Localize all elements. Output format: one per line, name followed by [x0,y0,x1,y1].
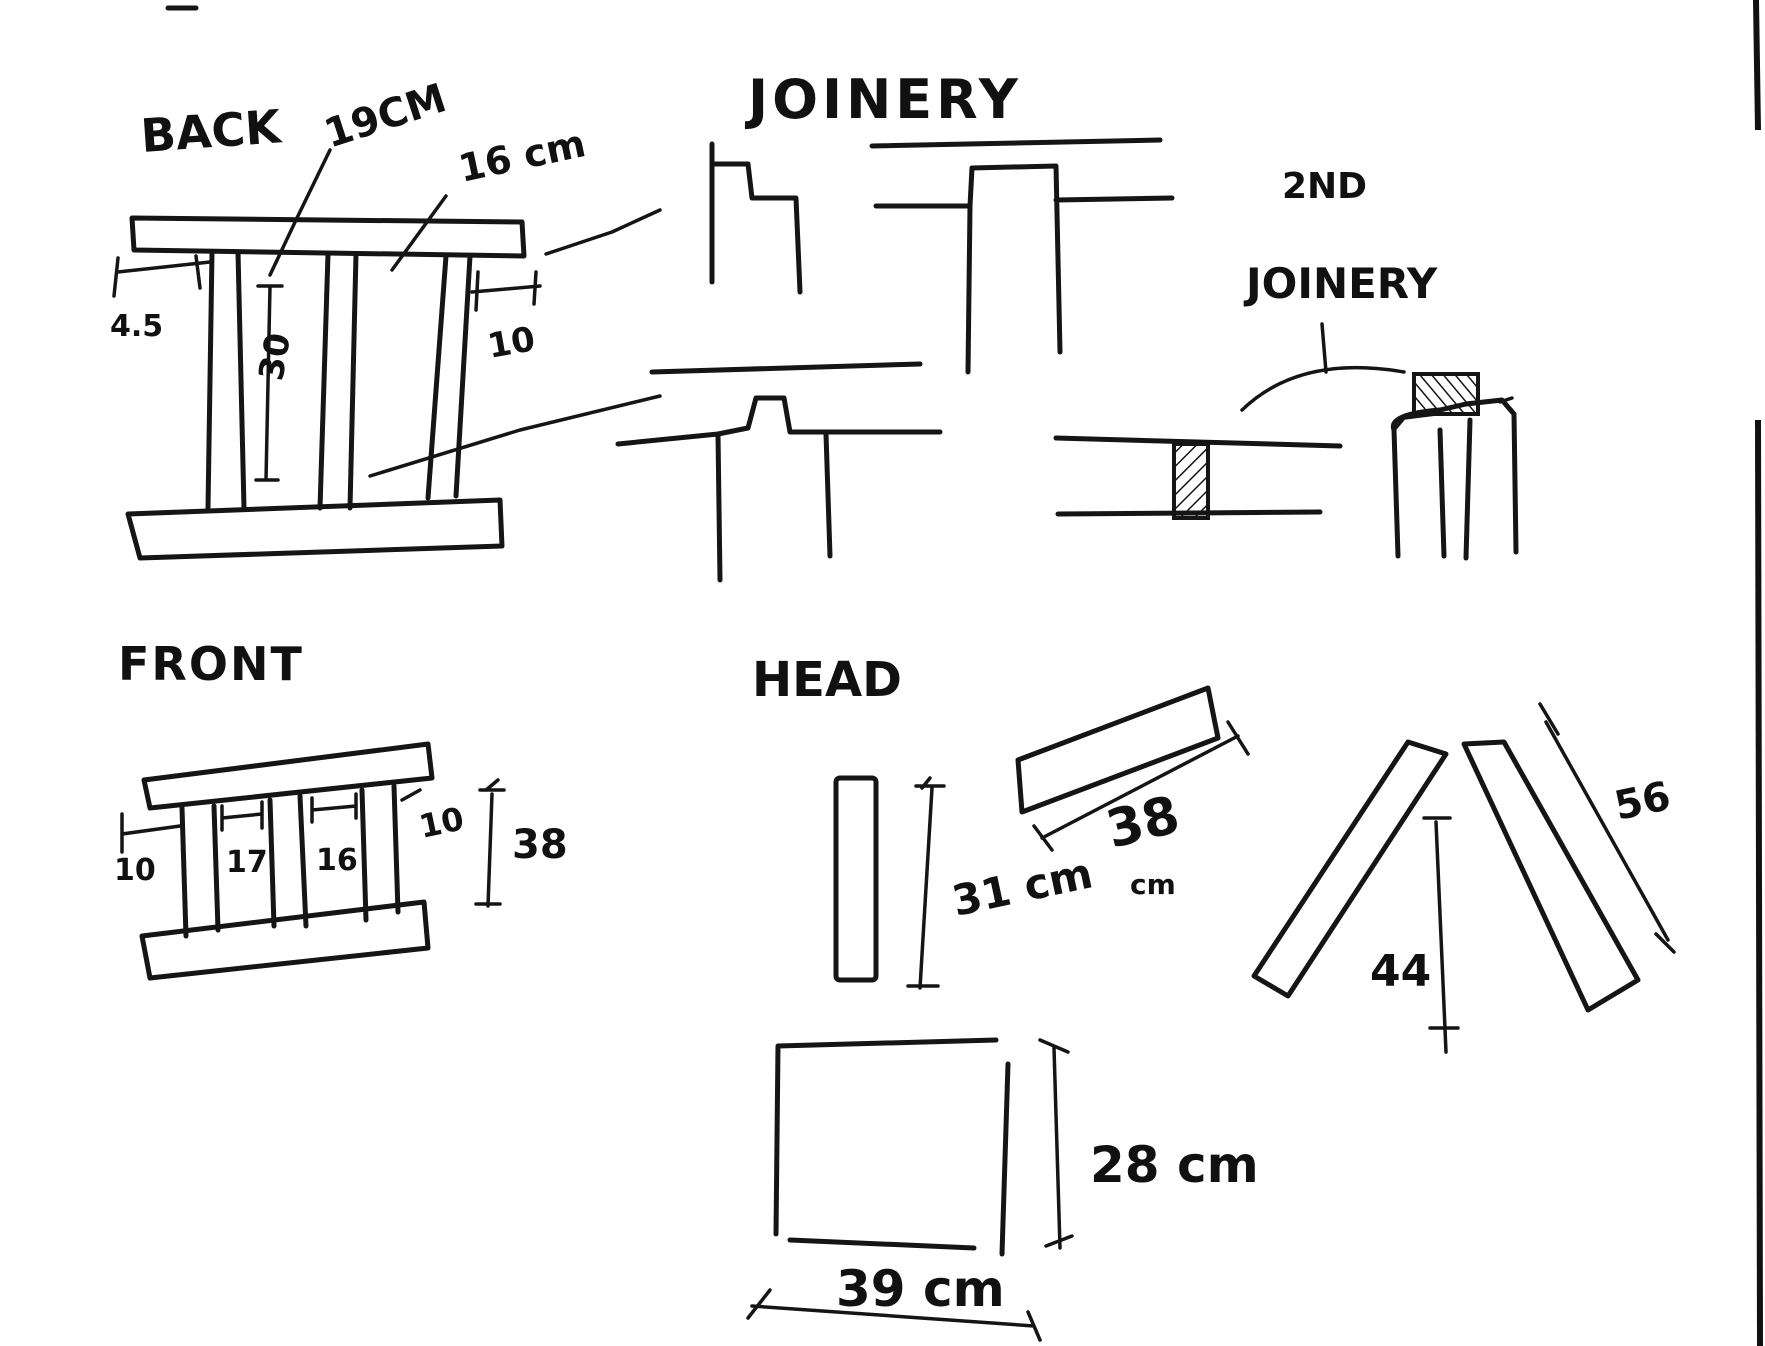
dimension-line [746,1288,1042,1342]
mortise-box [1412,372,1480,416]
dimension-line [310,792,358,824]
callout-line [1320,322,1328,374]
front-post [267,793,309,929]
joinery-title: JOINERY [744,68,1022,131]
back-post [205,249,247,511]
front-top-rail [141,741,435,811]
post-top [1392,396,1514,432]
head-peak-height: 44 [1370,946,1431,997]
back-bottom-rail [125,497,505,561]
back-top-width: 19CM [319,75,452,157]
rafter-left [1251,739,1449,999]
front-label: FRONT [118,637,304,691]
dimension-line [470,270,542,312]
second-joinery-section: 2ND JOINERY [1240,166,1519,561]
front-bay-1: 17 [226,845,268,880]
back-post [317,251,359,511]
stepped-tenon [709,141,803,295]
stub-tenon-rail [649,361,923,375]
head-post [833,775,879,983]
front-bay-2: 16 [316,843,358,878]
dimension-line [112,254,212,298]
head-section: HEAD 31 cm 38 cm 56 44 28 cm 39 cm [746,652,1676,1342]
dimension-line [400,788,422,802]
dimension-line [1538,702,1676,954]
connector-line [544,208,662,256]
head-square-panel [773,1037,1011,1257]
second-joinery-label-1: 2ND [1282,166,1367,207]
head-plank-unit: cm [1130,868,1176,901]
head-rafter-length: 56 [1611,773,1675,830]
callout-arc [1240,365,1406,412]
through-tenon [873,163,1175,375]
second-joinery-label-2: JOINERY [1243,259,1438,308]
dimension-line [1032,720,1250,852]
top-rail-line [869,137,1163,149]
back-top-rail [129,215,527,259]
joinery-section: JOINERY [615,68,1343,583]
front-height: 38 [512,822,568,868]
back-inner-width: 16 cm [455,121,590,191]
joinery-post [1390,397,1519,561]
page-edge [1753,0,1761,131]
stub-tenon [615,395,943,583]
front-right-overhang: 10 [416,799,467,845]
dimension-line [254,284,284,482]
back-height: 30 [251,330,299,384]
dimension-line [474,778,506,908]
head-square-height: 28 cm [1090,1136,1259,1194]
dimension-line [906,776,946,990]
front-view: FRONT 10 17 16 10 38 [114,637,568,981]
back-right-overhang: 10 [485,319,539,367]
front-post [179,803,221,939]
page-edge [1755,419,1763,1346]
leader-line [390,194,448,272]
dimension-line [1038,1038,1074,1250]
head-title: HEAD [752,652,902,708]
back-post [425,253,473,501]
back-left-overhang: 4.5 [110,309,163,344]
dimension-line [120,812,182,854]
leader-line [268,148,332,277]
rafter-right [1461,739,1641,1013]
hatched-insert [1172,442,1210,520]
dimension-line [1422,816,1460,1054]
connector-line [368,394,662,478]
back-label: BACK [139,99,285,163]
front-post [359,783,401,923]
front-bottom-rail [139,899,431,981]
head-plank-length: 38 [1101,785,1186,861]
head-square-width: 39 cm [836,1260,1005,1318]
head-post-height: 31 cm [948,848,1097,925]
head-plank [1015,685,1221,815]
front-left-overhang: 10 [114,853,156,888]
dimension-line [220,800,264,832]
back-view: BACK 19CM 16 cm 30 4.5 10 [110,75,662,561]
